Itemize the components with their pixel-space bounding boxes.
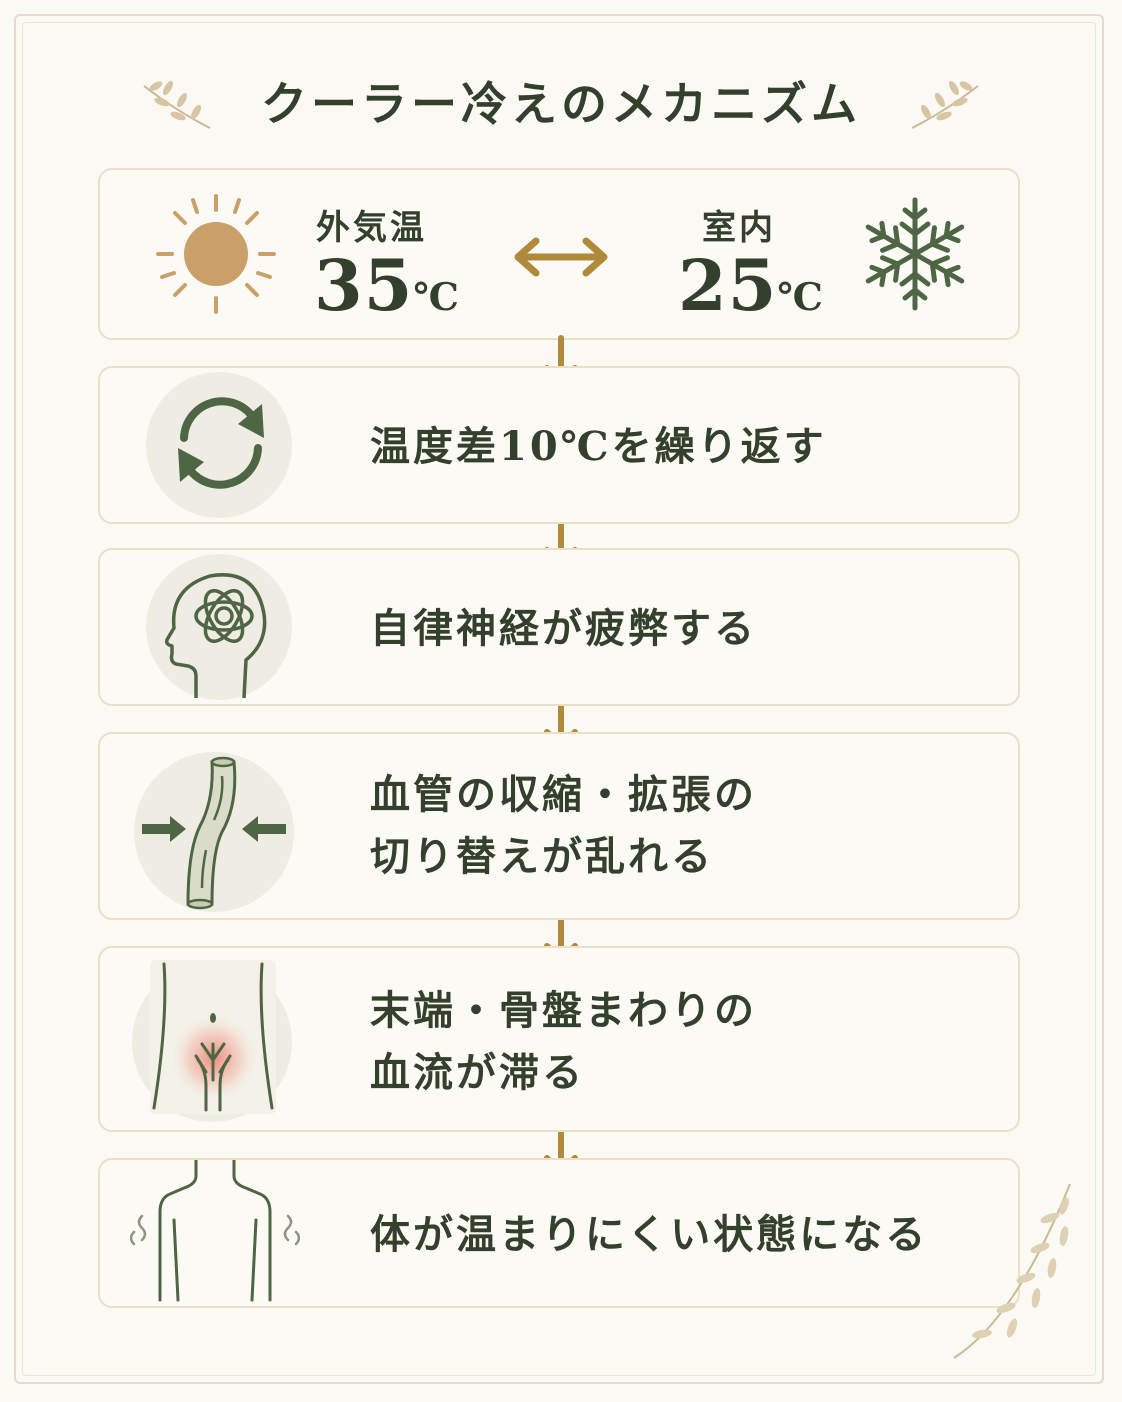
step-text-line: 温度差10℃を繰り返す	[370, 423, 827, 470]
step-text-line: 血管の収縮・拡張の	[370, 771, 757, 818]
step-text-line: 末端・骨盤まわりの	[370, 987, 757, 1034]
step-text: 末端・骨盤まわりの 血流が滞る	[370, 980, 757, 1104]
step-card: 自律神経が疲弊する	[98, 548, 1020, 706]
outside-temp-number: 35	[314, 244, 414, 327]
body-cold-icon	[130, 1160, 300, 1302]
pelvis-icon	[150, 960, 276, 1114]
sun-icon	[156, 194, 276, 314]
cycle-icon	[178, 397, 264, 489]
outside-temp-unit: ℃	[413, 274, 460, 319]
double-arrow-icon	[514, 237, 608, 277]
inside-temp-unit: ℃	[777, 274, 824, 319]
step-text-line: 自律神経が疲弊する	[370, 605, 757, 652]
snowflake-icon	[865, 197, 965, 311]
step-card: 末端・骨盤まわりの 血流が滞る	[98, 946, 1020, 1132]
laurel-left-icon	[143, 80, 211, 129]
inner-frame	[22, 22, 1096, 1376]
inside-temp-number: 25	[678, 244, 778, 327]
step-text: 体が温まりにくい状態になる	[370, 1204, 928, 1266]
inside-temp-label: 室内	[702, 208, 776, 248]
outer-frame	[14, 14, 1104, 1384]
step-text-line: 体が温まりにくい状態になる	[370, 1211, 929, 1258]
step-icon-background	[146, 372, 292, 518]
inside-temp-value: 25℃	[678, 244, 824, 327]
step-text-line: 切り替えが乱れる	[370, 833, 714, 880]
branch-decoration-icon	[953, 1183, 1071, 1359]
laurel-right-icon	[911, 80, 979, 129]
step-icon-background	[146, 554, 292, 700]
outside-temp-value: 35℃	[314, 244, 460, 327]
step-card: 血管の収縮・拡張の 切り替えが乱れる	[98, 732, 1020, 920]
step-card: 体が温まりにくい状態になる	[98, 1158, 1020, 1308]
step-text: 自律神経が疲弊する	[370, 598, 757, 660]
step-card: 温度差10℃を繰り返す	[98, 366, 1020, 524]
outside-temp-label: 外気温	[316, 208, 427, 248]
step-text: 温度差10℃を繰り返す	[370, 416, 827, 478]
brain-head-icon	[164, 573, 267, 699]
blood-vessel-icon	[142, 756, 286, 910]
page-title: クーラー冷えのメカニズム	[261, 77, 861, 131]
temperature-card: 外気温 35℃ 室内 25℃	[98, 168, 1020, 340]
step-text-line: 血流が滞る	[370, 1049, 585, 1096]
step-text: 血管の収縮・拡張の 切り替えが乱れる	[370, 764, 757, 888]
